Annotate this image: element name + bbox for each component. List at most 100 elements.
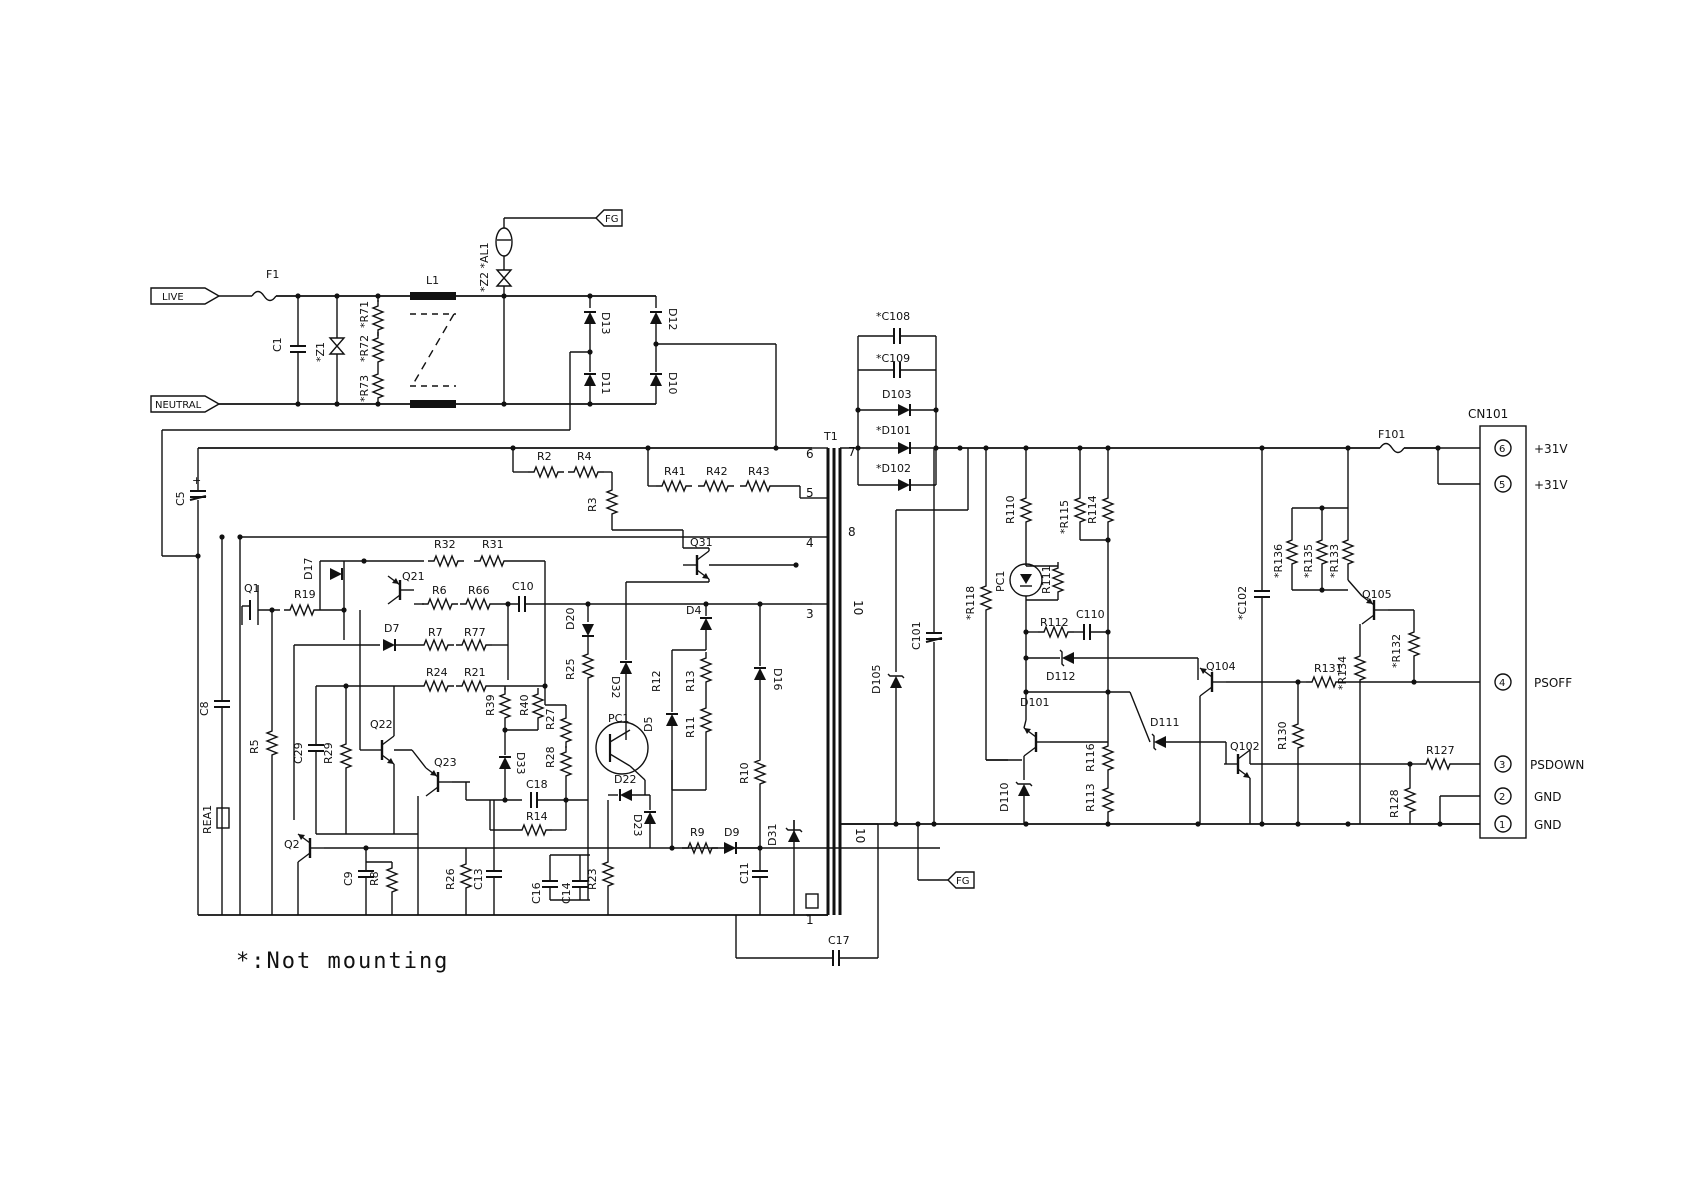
c17-label: C17 (828, 934, 850, 947)
r136-label: *R136 (1272, 544, 1285, 578)
r66-label: R66 (468, 584, 490, 597)
pin-3-label: PSDOWN (1530, 758, 1584, 772)
r9-label: R9 (690, 826, 705, 839)
not-mounting-note: *:Not mounting (236, 949, 449, 974)
c102-label: *C102 (1236, 586, 1249, 620)
r29-label: R29 (322, 742, 335, 764)
connector-pin-4 (1494, 673, 1512, 691)
r112-label: R112 (1040, 616, 1069, 629)
choke-l1-bottom (410, 400, 456, 408)
c13-label: C13 (472, 868, 485, 890)
r32-label: R32 (434, 538, 456, 551)
r133-label: *R133 (1328, 544, 1341, 578)
t1-pin-8: 8 (848, 525, 856, 539)
d22-label: D22 (614, 773, 636, 786)
connector-pin-2 (1494, 787, 1512, 805)
fg-bottom-label: FG (956, 876, 970, 887)
live-flag (150, 287, 221, 305)
pin-1-label: GND (1534, 818, 1562, 832)
r31-label: R31 (482, 538, 504, 551)
d103-label: D103 (882, 388, 911, 401)
r40-label: R40 (518, 694, 531, 716)
t1-pin-6: 6 (806, 447, 814, 461)
r130-label: R130 (1276, 721, 1289, 750)
r13-label: R13 (684, 670, 697, 692)
r19-label: R19 (294, 588, 316, 601)
varistor-z2 (495, 269, 513, 287)
pc1-secondary-label: PC1 (994, 571, 1007, 592)
r118-label: *R118 (964, 586, 977, 620)
pc1-label: PC1 (608, 712, 629, 725)
r3-label: R3 (586, 497, 599, 512)
r24-label: R24 (426, 666, 448, 679)
connector-pin-5 (1494, 475, 1512, 493)
r8-label: R8 (368, 871, 381, 886)
c1-label: C1 (271, 337, 284, 352)
c9-label: C9 (342, 871, 355, 886)
c109-label: *C109 (876, 352, 910, 365)
t1-pin-10a: 10 (851, 600, 865, 615)
connector-cn101: CN101 6 +31V 5 +31V 4 PSOFF 3 PSDOWN 2 G… (1468, 407, 1584, 839)
svg-text:+: + (192, 474, 201, 487)
varistor-z1 (328, 337, 346, 355)
c18-label: C18 (526, 778, 548, 791)
r39-label: R39 (484, 694, 497, 716)
d11-label: D11 (599, 372, 612, 394)
t1-pin-4: 4 (806, 536, 814, 550)
t1-pin-3: 3 (806, 607, 814, 621)
t1-pin-1: 1 (806, 913, 814, 927)
r25-label: R25 (564, 658, 577, 680)
pin-2-label: GND (1534, 790, 1562, 804)
connector-pin-1 (1494, 815, 1512, 833)
r27-label: R27 (544, 708, 557, 730)
c10-label: C10 (512, 580, 534, 593)
fg-bottom-flag (947, 871, 975, 889)
r26-label: R26 (444, 868, 457, 890)
r4-label: R4 (577, 450, 592, 463)
fuse-f101 (1379, 442, 1405, 454)
d17-label: D17 (302, 558, 315, 580)
connector-pin-6 (1494, 439, 1512, 457)
d101-transistor-label: D101 (1020, 696, 1049, 709)
d31-label: D31 (766, 824, 779, 846)
d12-label: D12 (666, 308, 679, 330)
d101-label: *D101 (876, 424, 911, 437)
r23-label: R23 (586, 868, 599, 890)
pin-4-label: PSOFF (1534, 676, 1572, 690)
l1-label: L1 (426, 274, 439, 287)
q31-label: Q31 (690, 536, 713, 549)
d13-label: D13 (599, 312, 612, 334)
pin-4-number: 4 (1499, 678, 1505, 689)
r113-label: R113 (1084, 783, 1097, 812)
c5-label: C5 (174, 491, 187, 506)
d10-label: D10 (666, 372, 679, 394)
d9-label: D9 (724, 826, 739, 839)
r6-label: R6 (432, 584, 447, 597)
z1-label: *Z1 (314, 342, 327, 362)
pin-2-number: 2 (1499, 792, 1505, 803)
d110-label: D110 (998, 783, 1011, 812)
r11-label: R11 (684, 716, 697, 738)
d111-label: D111 (1150, 716, 1179, 729)
neutral-flag (150, 395, 221, 413)
d105-label: D105 (870, 665, 883, 694)
r14-label: R14 (526, 810, 548, 823)
fg-top-label: FG (605, 214, 619, 225)
r77-label: R77 (464, 626, 486, 639)
q23-label: Q23 (434, 756, 457, 769)
q22-label: Q22 (370, 718, 393, 731)
d5-label: D5 (642, 717, 655, 732)
d7-label: D7 (384, 622, 399, 635)
c29-label: C29 (292, 742, 305, 764)
q2-label: Q2 (284, 838, 300, 851)
pin-1-number: 1 (1499, 820, 1505, 831)
f1-label: F1 (266, 268, 279, 281)
live-label: LIVE (162, 292, 184, 303)
fg-top-flag (595, 209, 623, 227)
c108-label: *C108 (876, 310, 910, 323)
r21-label: R21 (464, 666, 486, 679)
t1-pin-5: 5 (806, 486, 814, 500)
connector-body (1479, 425, 1527, 839)
q1-label: Q1 (244, 582, 260, 595)
